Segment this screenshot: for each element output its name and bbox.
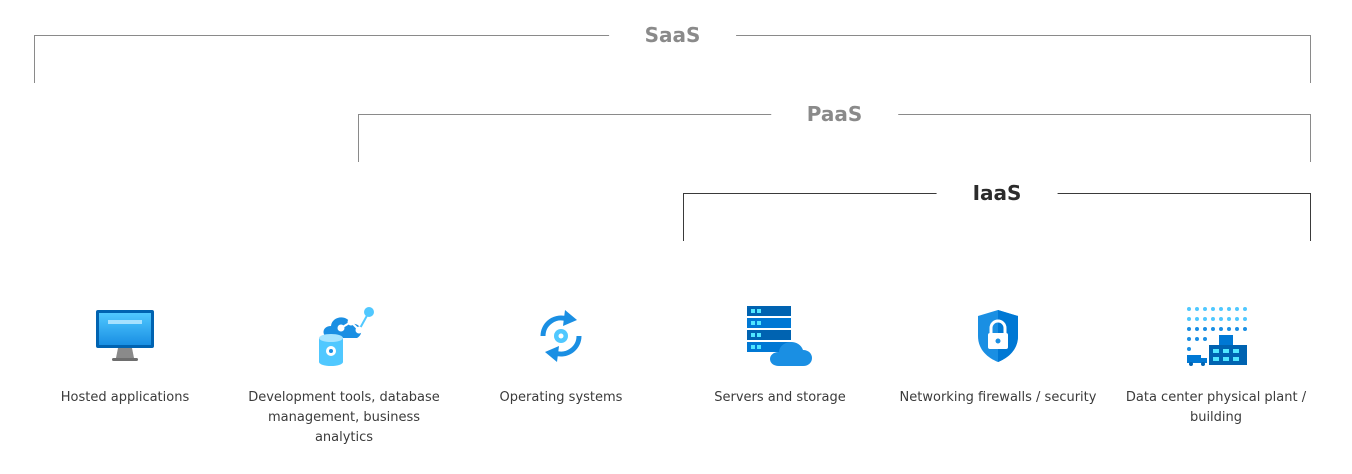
- operating-system-refresh-icon: [540, 310, 582, 362]
- paas-bracket: PaaS: [358, 100, 1311, 162]
- shield-lock-icon: [978, 310, 1018, 362]
- saas-bracket: SaaS: [34, 21, 1311, 83]
- item-networking-security: Networking firewalls / security: [898, 300, 1098, 408]
- item-development-tools: Development tools, database management, …: [244, 300, 444, 448]
- item-label: Hosted applications: [60, 390, 190, 405]
- item-operating-systems: Operating systems: [461, 300, 661, 408]
- item-data-center: Data center physical plant / building: [1116, 300, 1316, 428]
- item-label: Development tools, database management, …: [248, 390, 440, 445]
- paas-label: PaaS: [770, 100, 899, 128]
- item-servers-storage: Servers and storage: [680, 300, 880, 408]
- item-label: Servers and storage: [714, 390, 846, 405]
- server-cloud-icon: [747, 306, 812, 366]
- item-label: Networking firewalls / security: [899, 390, 1097, 405]
- iaas-bracket: IaaS: [683, 179, 1311, 241]
- datacenter-building-icon: [1187, 307, 1247, 366]
- item-hosted-applications: Hosted applications: [25, 300, 225, 408]
- monitor-icon: [96, 310, 154, 361]
- saas-label: SaaS: [608, 21, 737, 49]
- item-label: Operating systems: [499, 390, 623, 405]
- iaas-label: IaaS: [936, 179, 1058, 207]
- item-label: Data center physical plant / building: [1125, 390, 1307, 425]
- dev-tools-database-icon: [319, 307, 374, 366]
